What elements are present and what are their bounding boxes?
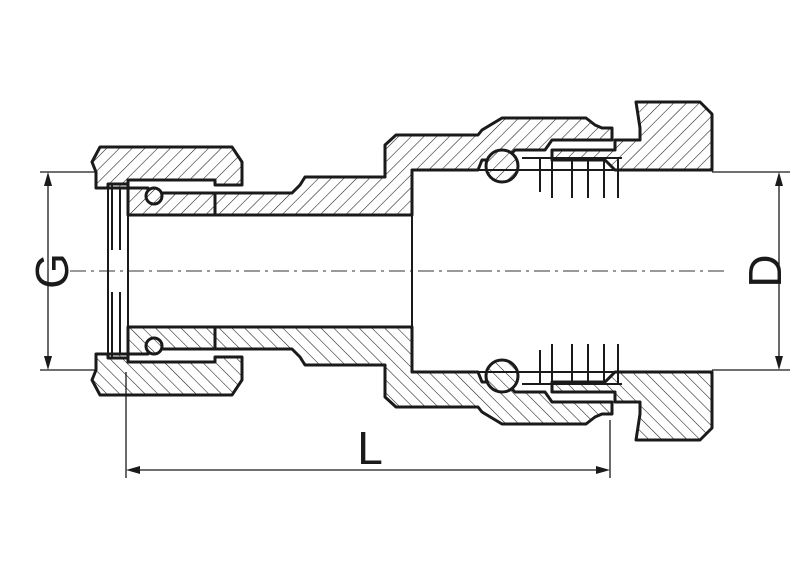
left-nut-top [90,145,244,190]
d-label: D [739,254,791,287]
left-o-ring-top [144,186,164,206]
right-nut-bottom [550,370,714,442]
dimension-g: G [26,171,96,371]
right-o-ring-bottom [484,358,520,394]
grip-ring-top [522,157,622,198]
right-o-ring-top [484,148,520,184]
left-nut-bottom [90,352,244,397]
dimension-d: D [712,171,791,371]
right-nut-top [550,100,714,172]
g-label: G [26,253,78,289]
dimension-l: L [125,372,611,478]
left-o-ring-bottom [144,336,164,356]
grip-ring-bottom [522,344,622,385]
l-label: L [357,422,383,474]
bottom-half [90,292,714,442]
